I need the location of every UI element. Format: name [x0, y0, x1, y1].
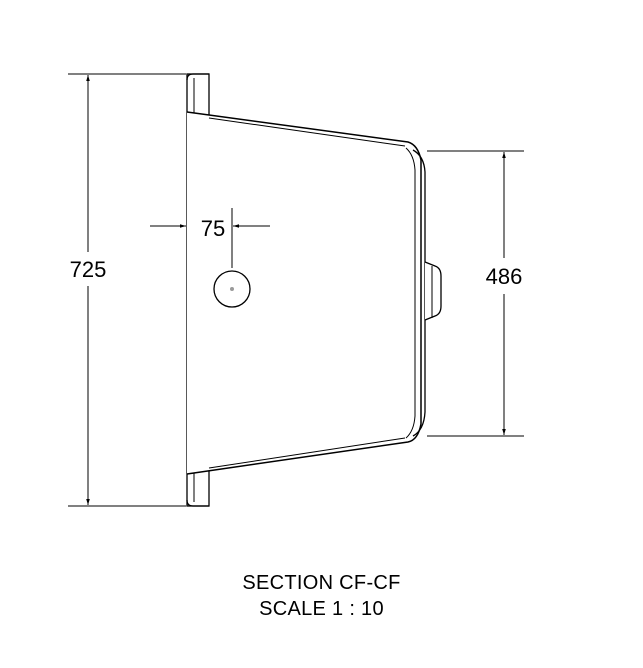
hole-center-mark	[230, 287, 234, 291]
dimension-75	[150, 208, 270, 268]
lower-taper-inner	[208, 437, 406, 469]
dimension-725	[68, 73, 186, 507]
right-boss	[424, 261, 442, 321]
dim-486-label: 486	[486, 264, 523, 289]
section-title: SECTION CF-CF	[242, 572, 401, 594]
upper-taper-inner	[208, 117, 406, 147]
dimension-486	[427, 150, 524, 437]
dim-725-label: 725	[70, 257, 107, 282]
right-face-inner	[405, 147, 416, 439]
tapered-body	[186, 111, 422, 475]
scale-label: SCALE 1 : 10	[259, 598, 384, 620]
left-flange-top-cap	[186, 73, 209, 81]
left-flange-bottom-cap	[186, 499, 209, 507]
dim-75-label: 75	[201, 216, 225, 241]
part-outline	[186, 73, 442, 507]
